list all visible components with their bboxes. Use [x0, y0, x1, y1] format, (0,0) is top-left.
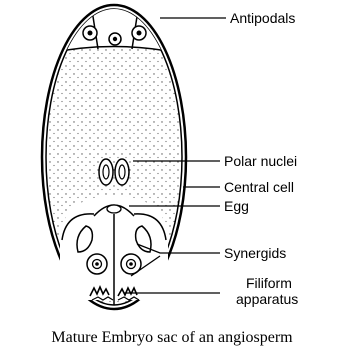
egg-apparatus	[60, 196, 168, 305]
label-egg: Egg	[224, 198, 249, 214]
label-synergids: Synergids	[224, 245, 286, 261]
label-polar-nuclei: Polar nuclei	[224, 153, 297, 169]
label-central-cell: Central cell	[224, 179, 294, 195]
label-antipodals: Antipodals	[230, 10, 295, 26]
label-filiform-line1: Filiform	[246, 275, 292, 291]
figure-caption: Mature Embryo sac of an angiosperm	[51, 329, 293, 346]
label-filiform-line2: apparatus	[236, 291, 298, 307]
